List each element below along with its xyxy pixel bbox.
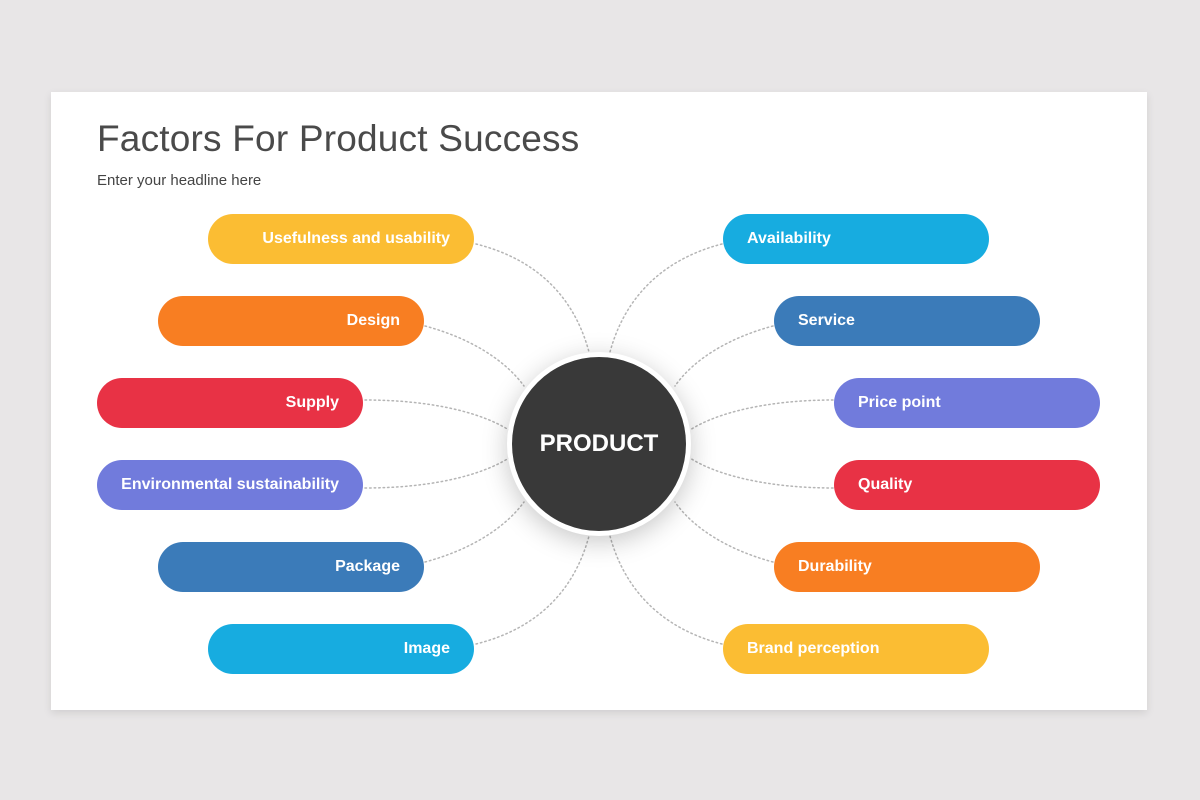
factor-label: Brand perception [747,640,880,657]
product-hub[interactable]: PRODUCT [507,352,691,536]
product-hub-core: PRODUCT [512,357,686,531]
factor-label: Quality [858,476,913,493]
factor-usefulness-and-usability[interactable]: Usefulness and usability [208,214,474,264]
factor-label: Image [403,640,450,657]
slide-subtitle: Enter your headline here [97,172,262,189]
factor-image[interactable]: Image [208,624,474,674]
factor-environmental-sustainability[interactable]: Environmental sustainability [97,460,363,510]
factor-availability[interactable]: Availability [723,214,989,264]
hub-label: PRODUCT [539,430,659,457]
factor-package[interactable]: Package [158,542,424,592]
factor-durability[interactable]: Durability [774,542,1040,592]
slide-title: Factors For Product Success [97,118,580,159]
factor-label: Environmental sustainability [121,476,339,493]
factor-quality[interactable]: Quality [834,460,1100,510]
factor-design[interactable]: Design [158,296,424,346]
factor-price-point[interactable]: Price point [834,378,1100,428]
factor-label: Usefulness and usability [262,230,450,247]
factor-label: Package [335,558,400,575]
factor-brand-perception[interactable]: Brand perception [723,624,989,674]
factor-label: Supply [285,394,339,411]
factor-supply[interactable]: Supply [97,378,363,428]
factor-label: Availability [747,230,831,247]
factor-service[interactable]: Service [774,296,1040,346]
factor-label: Service [798,312,855,329]
factor-label: Durability [798,558,872,575]
factor-label: Design [346,312,400,329]
factor-label: Price point [858,394,941,411]
